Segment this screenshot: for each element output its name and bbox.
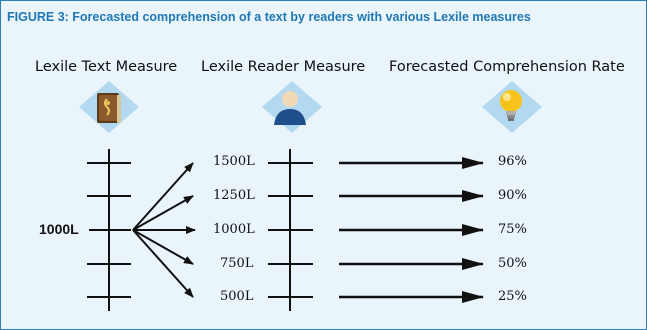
comprehension-rate-label: 90% [498,188,527,203]
text-measure-scale [87,149,131,311]
column-header-comprehension-rate: Forecasted Comprehension Rate [389,59,625,75]
reader-measure-scale [268,149,313,311]
reader-measure-label: 750L [220,256,254,271]
column-header-text-measure: Lexile Text Measure [35,59,178,75]
reader-measure-label: 1500L [213,154,255,169]
comprehension-rate-label: 50% [498,256,527,271]
figure-title: FIGURE 3: Forecasted comprehension of a … [7,10,531,24]
fan-arrows [132,162,196,298]
column-header-reader-measure: Lexile Reader Measure [201,59,366,75]
reader-measure-label: 1250L [213,188,255,203]
rate-arrows [339,157,484,303]
lightbulb-icon [480,79,544,140]
reader-measure-label: 500L [220,289,254,304]
reader-person-icon [260,79,324,140]
comprehension-rate-label: 25% [498,289,527,304]
reader-measure-label: 1000L [213,222,255,237]
comprehension-rate-label: 96% [498,154,527,169]
comprehension-rate-label: 75% [498,222,527,237]
book-icon [77,79,141,140]
text-measure-value: 1000L [39,221,79,237]
